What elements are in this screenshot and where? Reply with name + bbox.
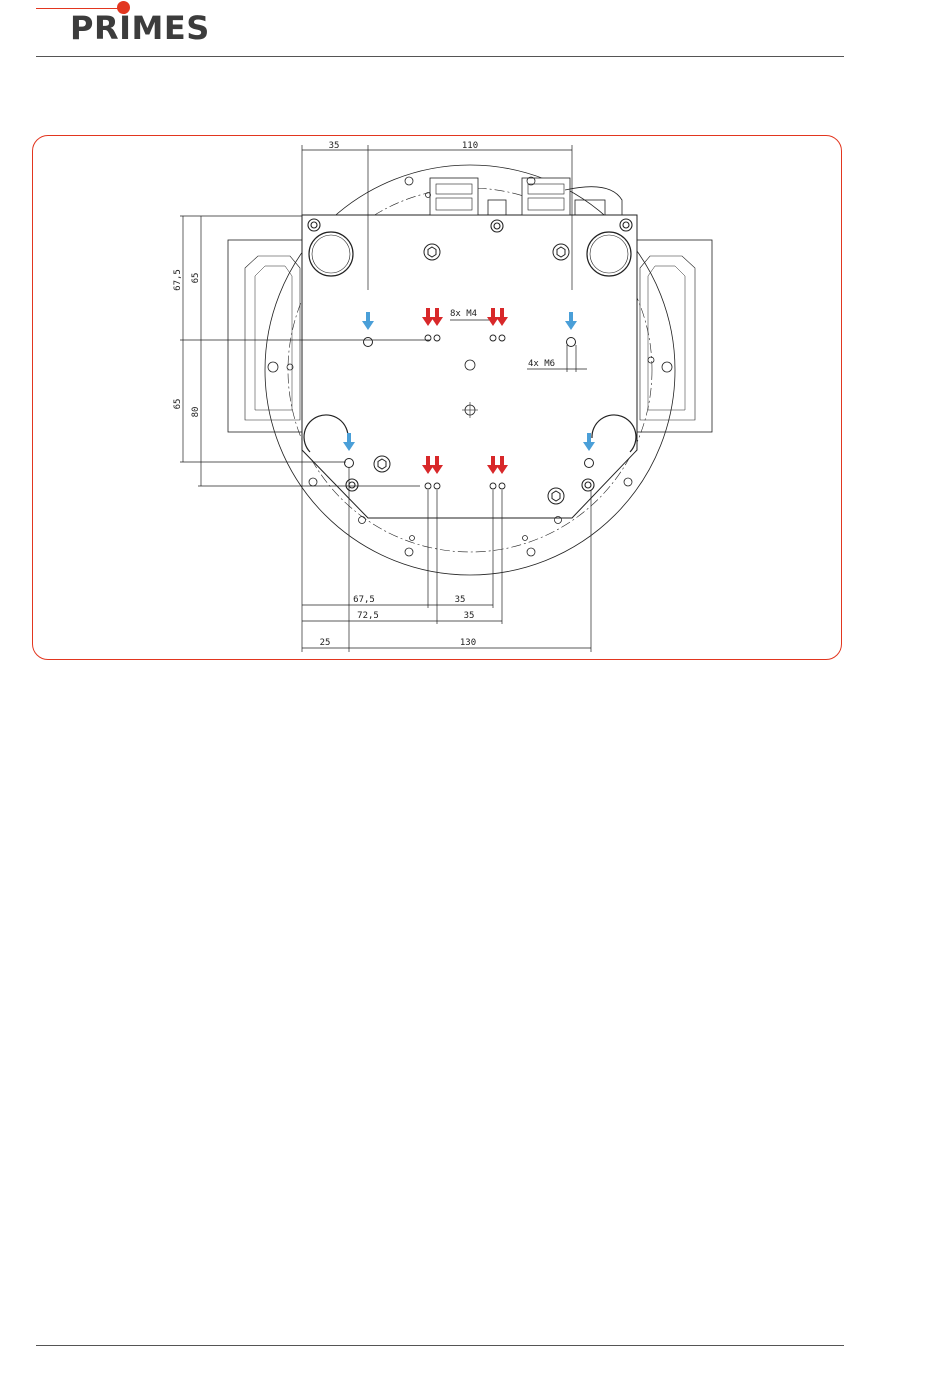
corner-bore-tr <box>587 232 631 276</box>
dim-bottom-35a: 35 <box>455 595 466 605</box>
dim-top-110: 110 <box>462 141 478 151</box>
dim-bottom-130: 130 <box>460 638 476 648</box>
dim-bottom-72-5: 72,5 <box>357 611 379 621</box>
dim-left-65b: 65 <box>173 399 183 410</box>
dim-left-65a: 65 <box>191 273 201 284</box>
dim-left-80: 80 <box>191 407 201 418</box>
corner-bore-tl <box>309 232 353 276</box>
dim-bottom-25: 25 <box>320 638 331 648</box>
footer-rule <box>36 1345 844 1346</box>
connector-right <box>522 178 570 215</box>
connector-mid <box>488 200 506 215</box>
cable-clip <box>575 200 605 215</box>
connector-left <box>430 178 478 215</box>
dim-bottom-67-5: 67,5 <box>353 595 375 605</box>
dim-top-35: 35 <box>329 141 340 151</box>
callout-m6: 4x M6 <box>528 359 555 369</box>
callout-m4: 8x M4 <box>450 309 477 319</box>
mounting-drawing: 35 110 67,5 65 65 80 8x M4 4x M6 67,5 35… <box>0 0 950 700</box>
dim-left-67-5: 67,5 <box>173 269 183 291</box>
dim-bottom-35b: 35 <box>464 611 475 621</box>
